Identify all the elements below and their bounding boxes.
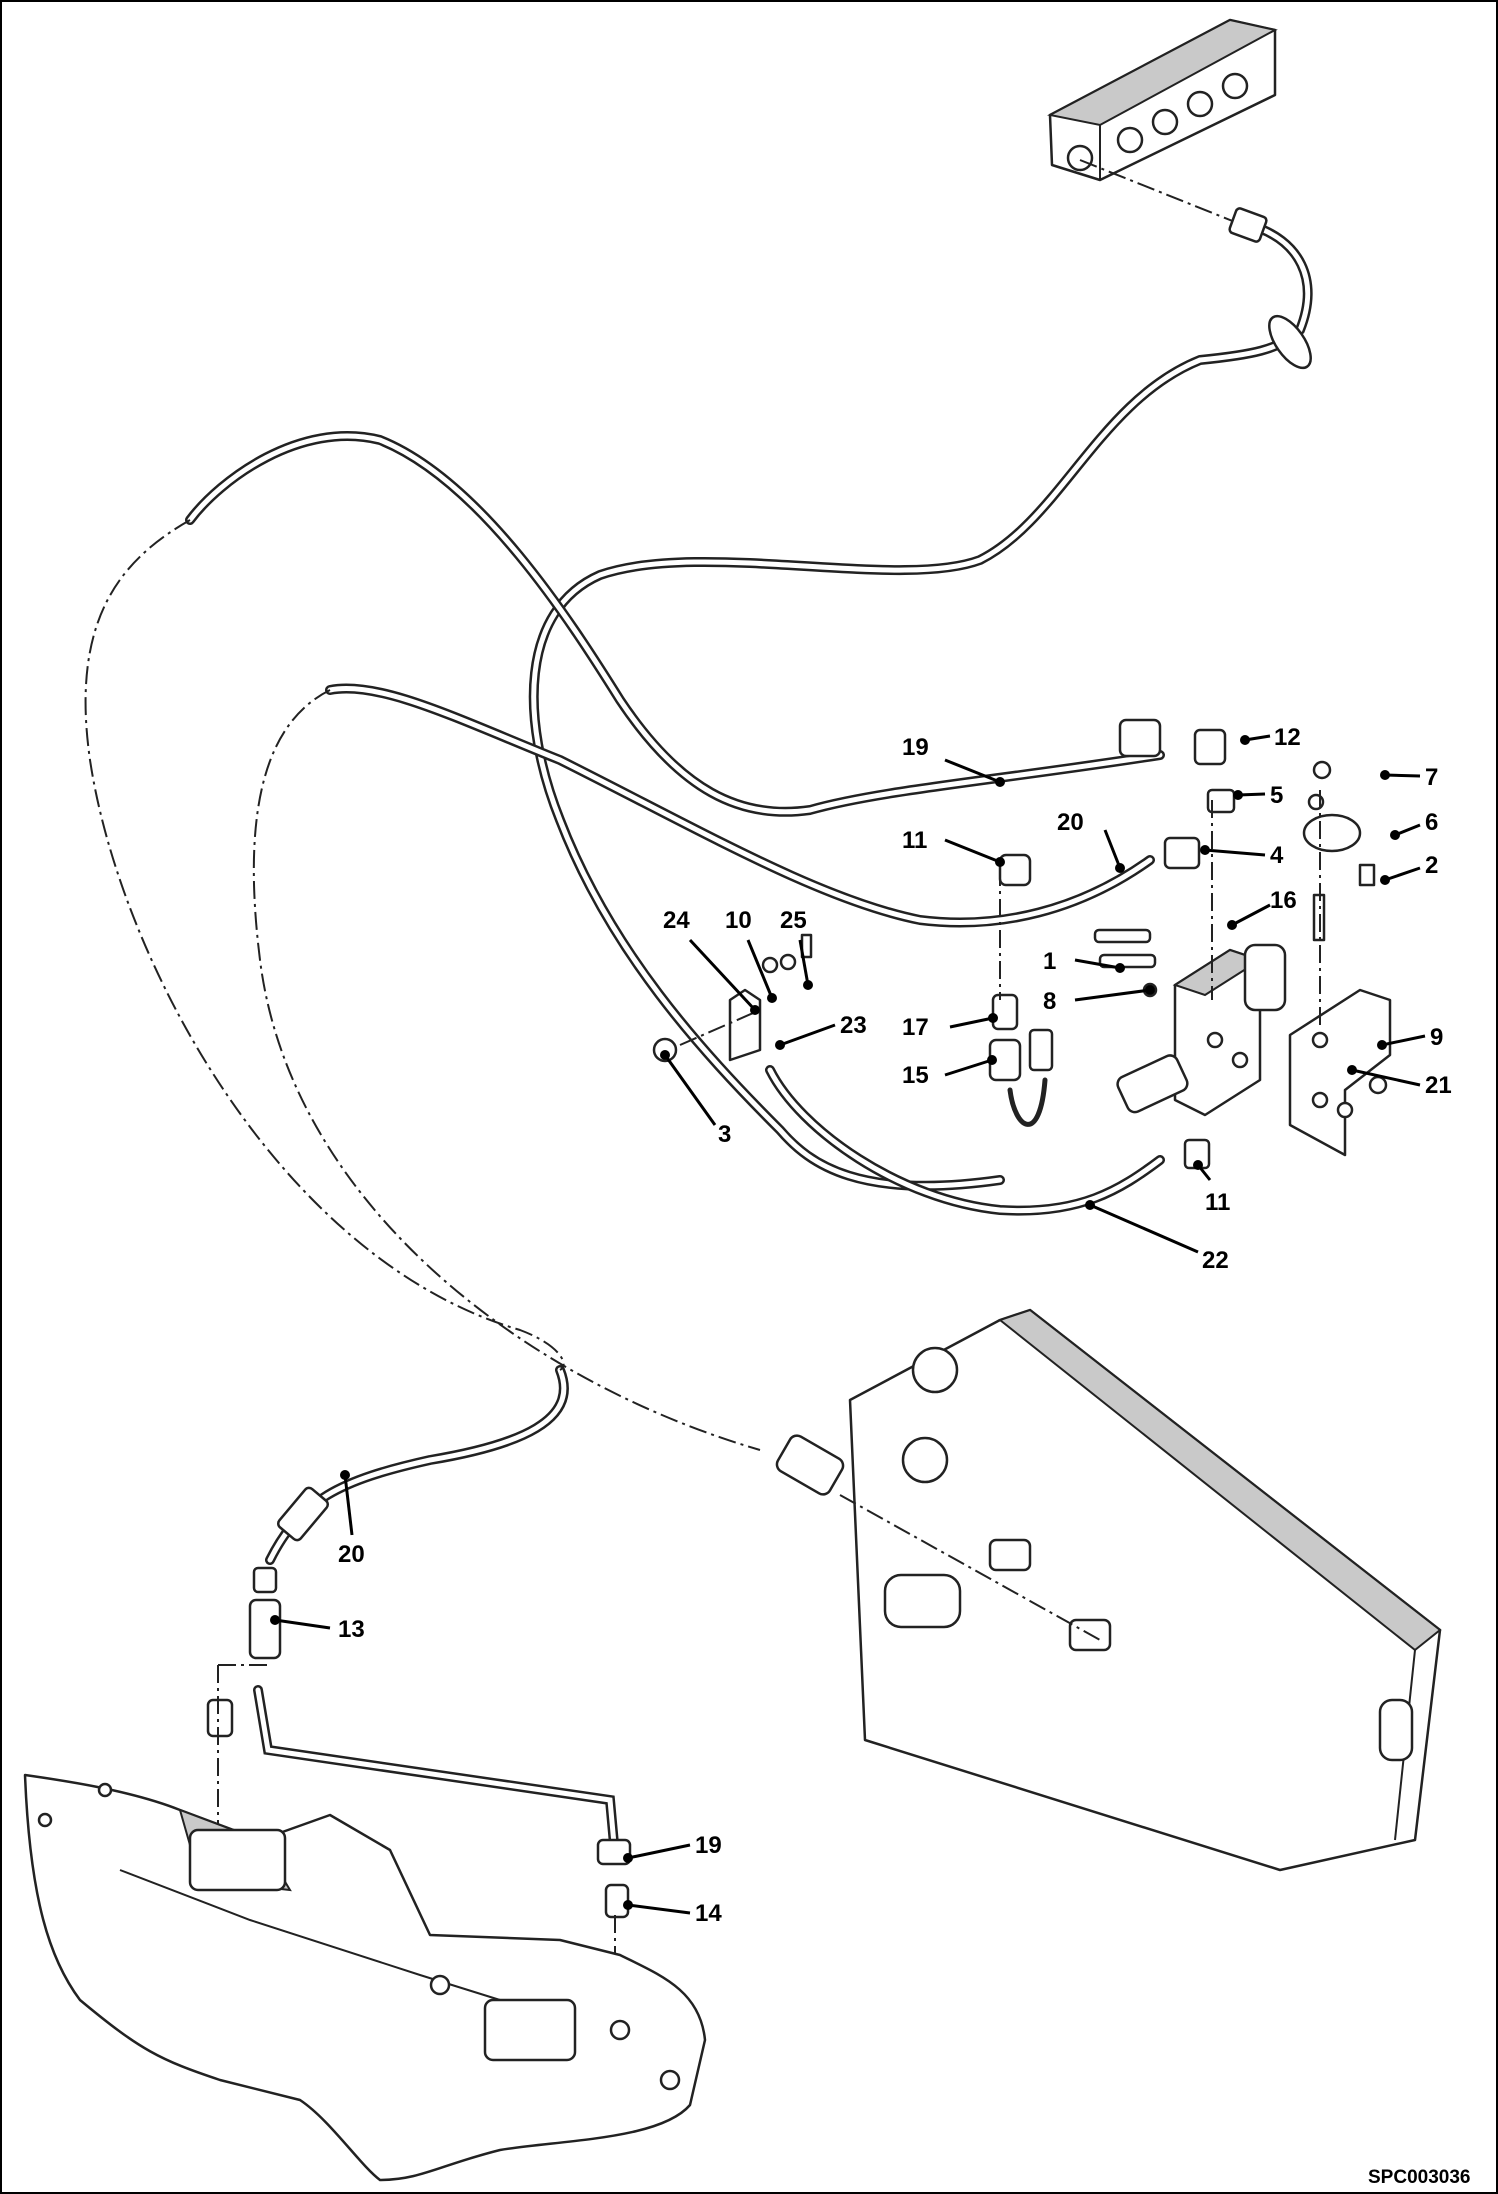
route-line-left	[84, 519, 565, 1371]
callout-23: 23	[840, 1012, 867, 1039]
small-fittings	[998, 718, 1388, 1170]
callout-18: 19	[695, 1832, 722, 1859]
pipe-18	[253, 1685, 632, 1866]
callout-13: 13	[338, 1616, 365, 1643]
route-line-middle	[252, 689, 761, 1451]
callout-6: 6	[1425, 809, 1438, 836]
callout-10: 10	[725, 907, 752, 934]
hydraulic-tank	[848, 1308, 1442, 1872]
callout-15: 15	[902, 1062, 929, 1089]
callout-19-upper: 19	[902, 734, 929, 761]
valve-bank	[1047, 18, 1278, 182]
callouts: 19 12 5 7 6 2 4 20 11 16 24 10 2	[270, 724, 1452, 1927]
callout-12: 12	[1274, 724, 1301, 751]
centerline-tank	[839, 1494, 1101, 1641]
centerline-bracket-bolt	[679, 1009, 761, 1046]
callout-7: 7	[1425, 764, 1438, 791]
lower-frame	[23, 1773, 707, 2182]
callout-22: 22	[1202, 1247, 1229, 1274]
callout-11-upper: 11	[902, 827, 927, 854]
callout-20: 21	[1425, 1072, 1452, 1099]
mounting-bracket	[1288, 988, 1392, 1157]
callout-21: 20	[1057, 809, 1084, 836]
hose-22	[765, 1065, 1165, 1216]
hose-clamp	[1268, 314, 1312, 370]
callout-19-lower: 20	[338, 1541, 365, 1568]
hose-crimp-lower	[276, 1486, 330, 1542]
hose-21	[325, 683, 1155, 928]
callout-17: 17	[902, 1014, 929, 1041]
callout-9: 9	[1430, 1024, 1443, 1051]
valve-block	[1116, 943, 1287, 1117]
callout-5: 5	[1270, 782, 1283, 809]
callout-14: 14	[695, 1900, 722, 1927]
callout-24: 24	[663, 907, 690, 934]
callout-8: 8	[1043, 988, 1056, 1015]
callout-11-lower: 11	[1205, 1189, 1230, 1216]
hose-end-fitting	[1228, 207, 1268, 243]
hose-19-lower	[265, 1365, 569, 1565]
tank-port-fitting	[775, 1434, 845, 1496]
reference-code: SPC003036	[1368, 2167, 1470, 2188]
callout-1: 1	[1043, 948, 1056, 975]
hose-upper	[528, 220, 1313, 1191]
centerline-bank	[1079, 159, 1236, 223]
callout-25: 25	[780, 907, 807, 934]
callout-2: 2	[1425, 852, 1438, 879]
pressure-switch	[988, 993, 1054, 1127]
hose-19-upper	[185, 431, 1165, 817]
callout-16: 16	[1270, 887, 1297, 914]
callout-3: 3	[718, 1121, 731, 1148]
callout-4: 4	[1270, 842, 1284, 869]
lower-fittings	[206, 1566, 630, 1919]
